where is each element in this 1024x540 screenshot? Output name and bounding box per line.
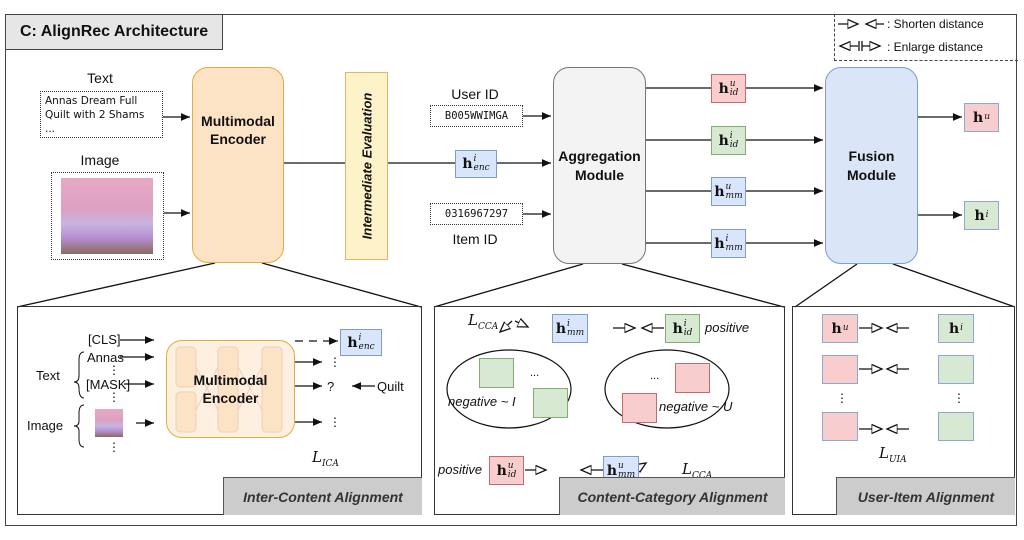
cca-positive-user: positive — [438, 462, 483, 477]
item-embedding — [938, 412, 974, 441]
token-ellipsis: ⋮ — [108, 390, 120, 404]
ica-image-label: Image — [27, 418, 64, 433]
tag-content-category-alignment: Content-Category Alignment — [559, 477, 785, 515]
figure-frame — [5, 14, 1017, 526]
item-id-box: 0316967297 — [430, 203, 523, 225]
token-ellipsis: ⋮ — [108, 440, 120, 454]
ica-encoder-label: Multimodal — [193, 371, 268, 388]
intermediate-label: Intermediate Evaluation — [359, 92, 374, 240]
ellipsis: ... — [650, 370, 660, 382]
tag-inter-content-alignment: Inter-Content Alignment — [223, 477, 422, 515]
token-mask: [MASK] — [86, 377, 131, 392]
figure-title: C: AlignRec Architecture — [5, 14, 223, 50]
item-embedding — [938, 355, 974, 384]
output-ellipsis: ⋮ — [329, 355, 341, 369]
loss-uia: LUIA — [879, 444, 907, 465]
ica-encoder-label: Encoder — [202, 390, 259, 406]
intermediate-evaluation: Intermediate Evaluation — [345, 72, 388, 260]
legend-enlarge: : Enlarge distance — [887, 40, 984, 54]
image-input-box — [51, 172, 164, 260]
item-id-label: Item ID — [452, 231, 498, 247]
ica-text-label: Text — [36, 368, 60, 383]
user-embedding — [822, 412, 858, 441]
mask-prediction: ? — [327, 379, 335, 394]
negative-user-embedding — [622, 393, 657, 423]
text-line: ... — [45, 123, 56, 135]
aggregation-label: Aggregation — [558, 148, 641, 165]
output-ellipsis: ⋮ — [329, 415, 341, 429]
mask-target-quilt: Quilt — [377, 379, 404, 394]
token-ellipsis: ⋮ — [108, 363, 120, 377]
token-cls: [CLS] — [88, 332, 121, 347]
legend-shorten: : Shorten distance — [887, 17, 984, 31]
encoder-label: Multimodal — [201, 113, 275, 129]
image-input-label: Image — [80, 152, 120, 168]
ellipsis: ... — [530, 367, 540, 379]
loss-cca-bottom: LCCA — [682, 460, 713, 481]
negative-user-embedding — [675, 363, 710, 393]
legend: : Shorten distance : Enlarge distance — [834, 14, 1018, 61]
bedroom-image — [61, 178, 153, 254]
loss-ica: LICA — [312, 448, 339, 469]
negative-user-ellipse — [604, 349, 730, 429]
negative-user-label: negative ~ U — [659, 399, 733, 414]
user-embedding — [822, 355, 858, 384]
text-line: Annas Dream Full — [45, 95, 138, 107]
user-id-label: User ID — [451, 86, 499, 102]
ellipsis: ⋮ — [836, 391, 848, 405]
loss-cca-top: LCCA — [468, 311, 499, 332]
negative-item-embedding — [533, 388, 568, 418]
aggregation-label: Module — [574, 166, 624, 183]
token-annas: Annas — [87, 350, 124, 365]
tag-user-item-alignment: User-Item Alignment — [836, 477, 1015, 515]
encoder-label: Encoder — [209, 131, 266, 148]
image-patch — [95, 409, 123, 437]
cca-positive-item: positive — [705, 320, 750, 335]
panel-inter-content-alignment — [17, 306, 422, 515]
fusion-label: Module — [847, 166, 896, 183]
text-input-label: Text — [87, 70, 113, 86]
fusion-label: Fusion — [848, 148, 895, 165]
text-input-box: Annas Dream Full Quilt with 2 Shams ... — [40, 91, 163, 138]
negative-item-label: negative ~ I — [448, 394, 516, 409]
negative-item-ellipse — [446, 349, 572, 429]
user-id-box: B005WWIMGA — [430, 105, 523, 127]
text-line: Quilt with 2 Shams — [45, 109, 145, 121]
negative-item-embedding — [479, 358, 514, 388]
ellipsis: ⋮ — [953, 391, 965, 405]
